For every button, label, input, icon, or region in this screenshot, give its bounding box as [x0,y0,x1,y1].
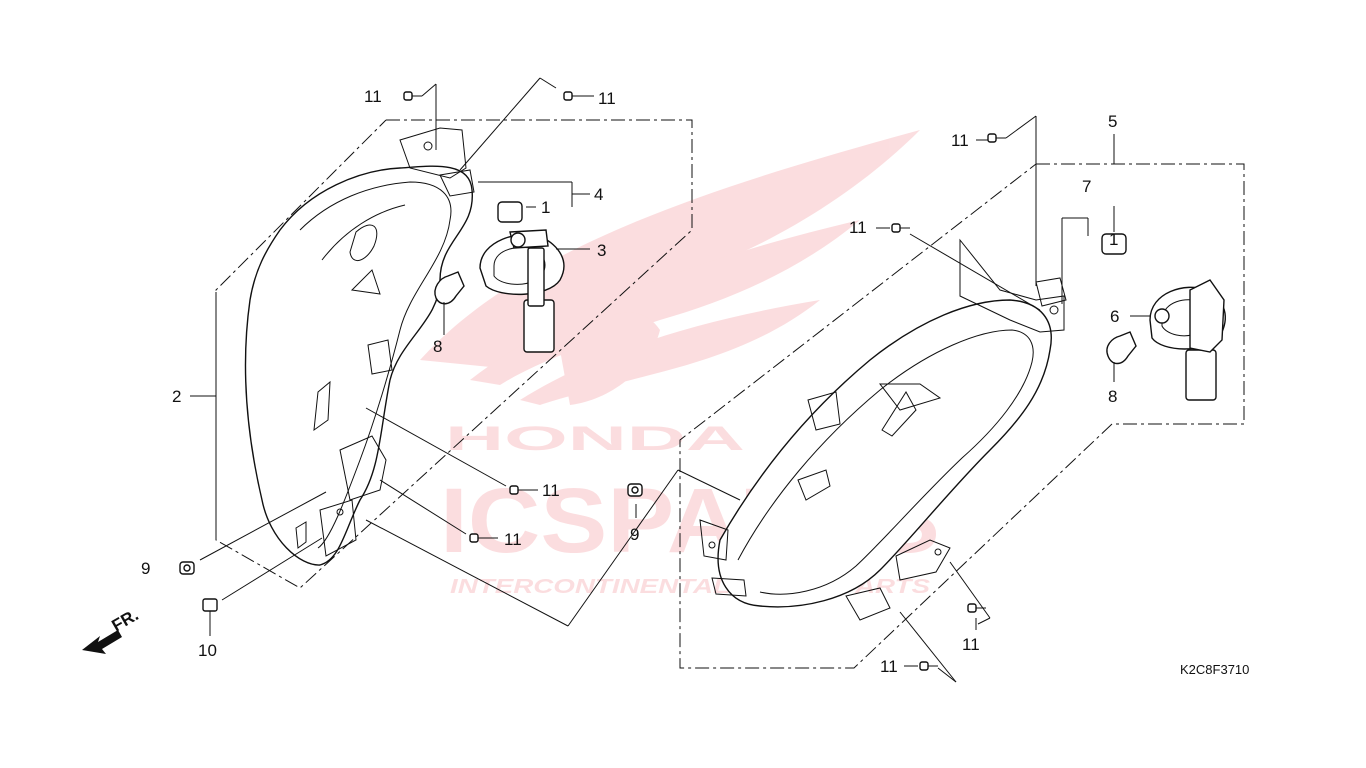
right-lens-housing [699,238,1067,621]
right-leaders [635,115,1150,683]
callouts: 11 11 4 1 3 8 2 11 11 9 10 5 11 7 11 1 6… [141,87,1119,676]
right-screws [627,133,1006,671]
callout-1: 1 [1109,230,1118,249]
callout-5: 5 [1108,112,1117,131]
callout-8: 8 [433,337,442,356]
callout-1: 1 [541,198,550,217]
left-leaders [199,77,741,636]
callout-7: 7 [1082,177,1091,196]
right-bulb [1106,331,1137,365]
left-assembly-bracket [190,119,693,589]
callout-11: 11 [880,657,898,676]
callout-6: 6 [1110,307,1119,326]
left-bulb [434,271,465,305]
diagram-code: K2C8F3710 [1180,662,1249,677]
callout-11: 11 [951,131,969,150]
right-cap [1101,233,1127,255]
callout-11: 11 [962,635,980,654]
callout-4: 4 [594,185,603,204]
callout-10: 10 [198,641,217,660]
callout-9: 9 [141,559,150,578]
callout-11: 11 [364,87,382,106]
callout-8: 8 [1108,387,1117,406]
front-direction-arrow: FR. [82,605,142,654]
right-bulb-socket [1149,279,1226,401]
callout-11: 11 [598,89,616,108]
callout-2: 2 [172,387,181,406]
direction-label: FR. [109,605,142,635]
callout-3: 3 [597,241,606,260]
callout-11: 11 [542,481,560,500]
callout-11: 11 [504,530,522,549]
honda-logo-word: HONDA [445,420,745,458]
left-cap [497,201,523,223]
callout-9: 9 [630,525,639,544]
left-bulb-socket [479,229,565,353]
left-screws [179,91,582,620]
callout-11: 11 [849,218,867,237]
left-lens-housing [244,127,475,566]
right-assembly-bracket [679,134,1245,669]
